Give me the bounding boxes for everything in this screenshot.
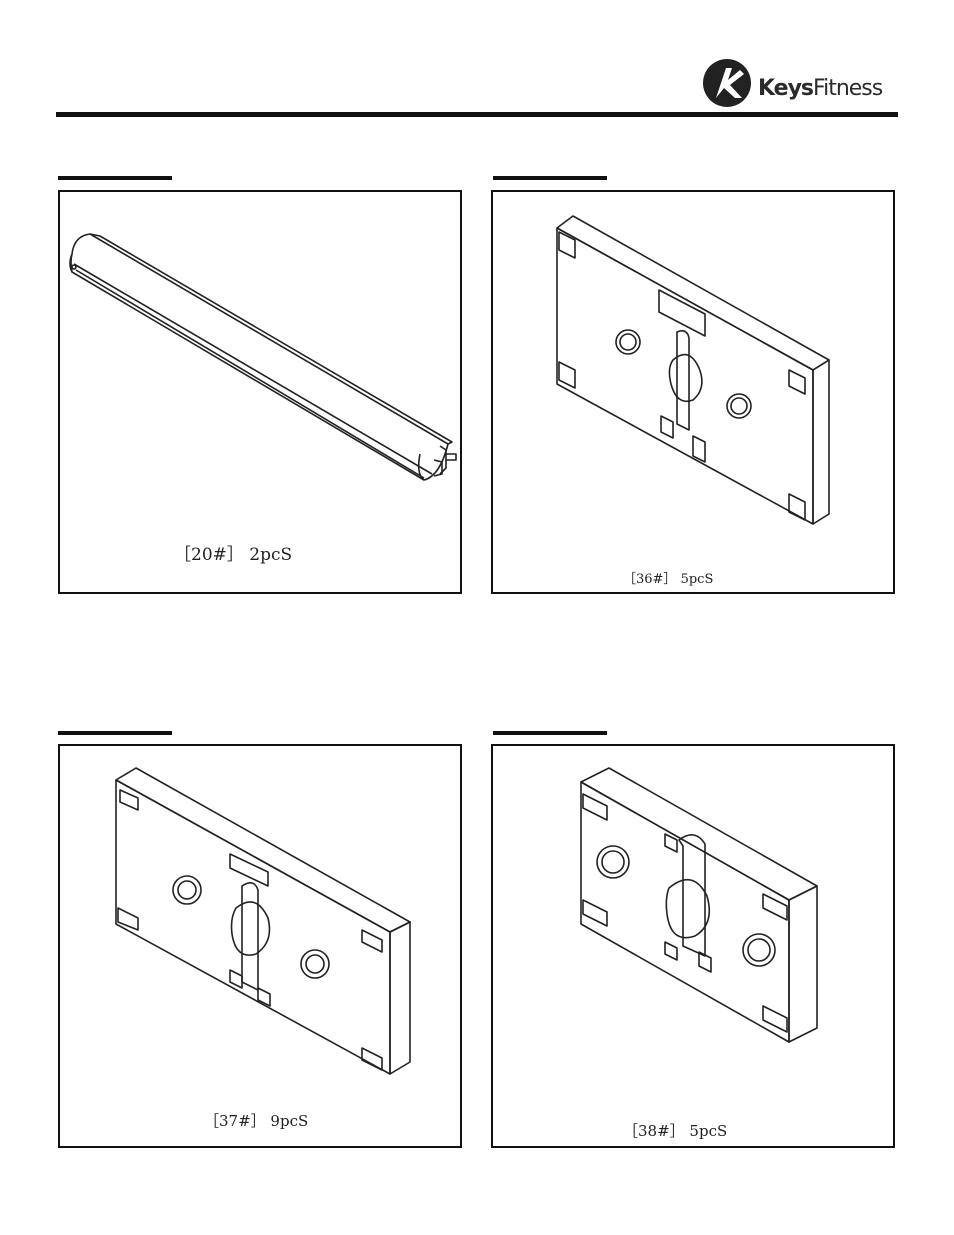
panel-label-bar: [493, 176, 607, 180]
panel-label-bar: [58, 176, 172, 180]
plate-icon: [493, 746, 897, 1150]
tube-icon: [60, 192, 464, 596]
keys-fitness-logo-icon: [702, 58, 752, 108]
part-caption: ［38#］ 5pcS: [623, 1120, 727, 1141]
part-caption: ［20#］ 2pcS: [174, 540, 292, 565]
panel-label-bar: [58, 731, 172, 735]
brand-logo: KeysFitness: [702, 58, 902, 114]
part-panel-36: ［36#］ 5pcS: [491, 190, 895, 594]
brand-name: KeysFitness: [758, 76, 882, 101]
part-panel-38: ［38#］ 5pcS: [491, 744, 895, 1148]
header-rule: [56, 112, 898, 117]
plate-icon: [493, 192, 897, 596]
part-caption: ［37#］ 9pcS: [204, 1110, 308, 1131]
part-panel-20: ［20#］ 2pcS: [58, 190, 462, 594]
panel-label-bar: [493, 731, 607, 735]
part-caption: ［36#］ 5pcS: [623, 568, 713, 587]
plate-icon: [60, 746, 464, 1150]
part-panel-37: ［37#］ 9pcS: [58, 744, 462, 1148]
